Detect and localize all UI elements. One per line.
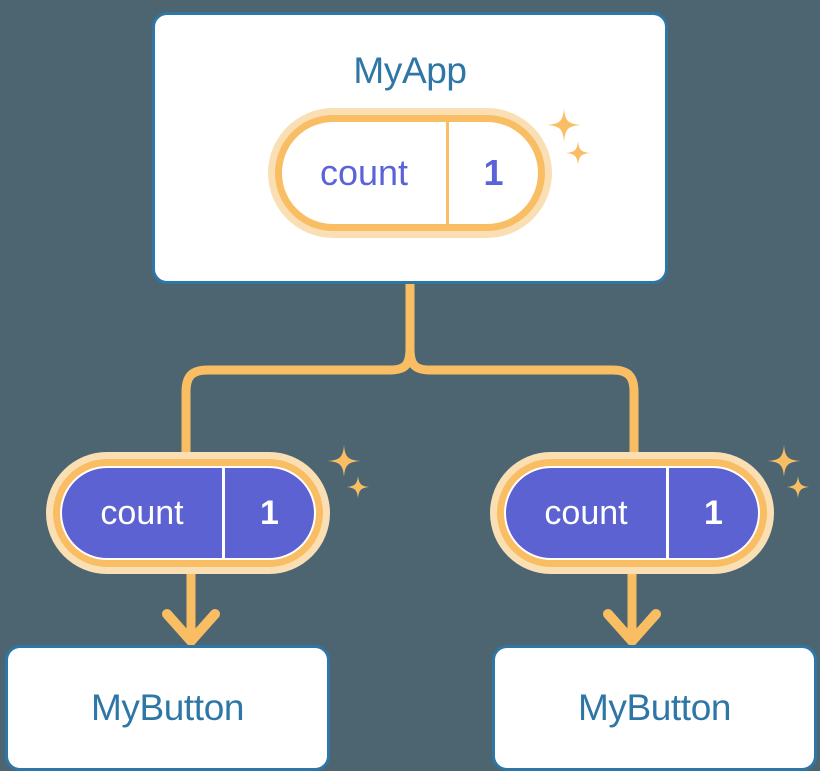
sparkle-small-icon [347,476,369,498]
arrow-head-right [603,609,661,646]
component-title-mybutton: MyButton [90,687,245,728]
state-pill-body: count 1 [60,466,316,560]
state-pill-body: count 1 [282,122,538,224]
state-pill-body: count 1 [504,466,760,560]
state-pill-ring: count 1 [497,459,767,567]
state-pill-ring: count 1 [275,115,545,231]
state-pill-ring: count 1 [53,459,323,567]
state-key-label: count [62,468,225,558]
state-pill-branch-right[interactable]: count 1 [490,452,774,574]
connector-branch-left [181,343,415,457]
state-key-label: count [506,468,669,558]
state-value-label: 1 [483,152,504,193]
component-title-myapp: MyApp [353,50,467,91]
component-card-mybutton-left[interactable]: MyButton [5,645,330,771]
state-pill-branch-left[interactable]: count 1 [46,452,330,574]
connector-trunk-and-branch [405,279,639,457]
component-card-mybutton-right[interactable]: MyButton [492,645,817,771]
state-pill-root[interactable]: count 1 [268,108,552,238]
arrow-head-left [162,609,220,646]
state-value-label: 1 [704,493,723,532]
component-title-mybutton: MyButton [577,687,732,728]
state-value-label: 1 [260,493,279,532]
state-key-label: count [282,122,449,224]
sparkle-small-icon [787,476,809,498]
sparkle-large-icon [328,445,360,477]
